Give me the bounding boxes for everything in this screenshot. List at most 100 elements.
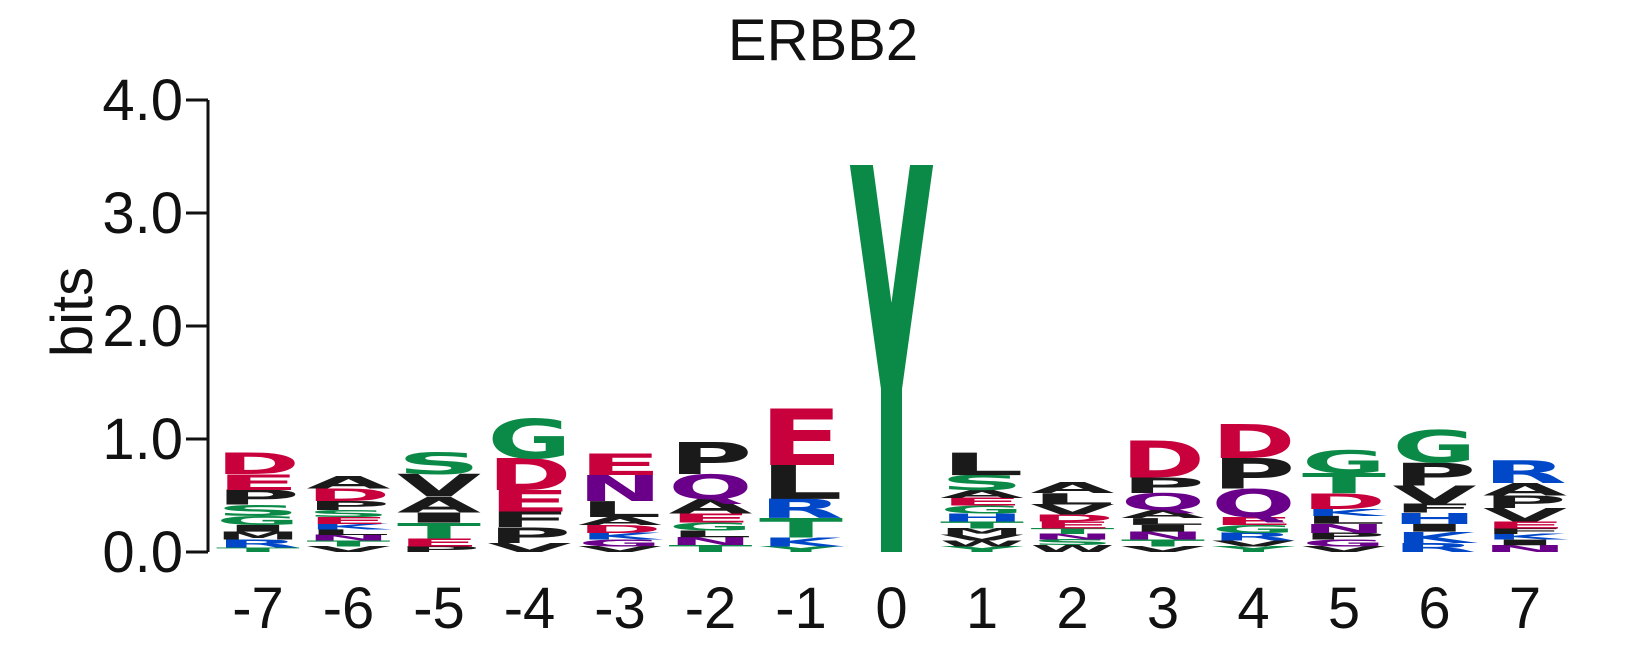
y-axis-ticks: 0.01.02.03.04.0 xyxy=(102,68,208,585)
logo-letter: Y xyxy=(759,545,844,554)
logo-letter: V xyxy=(307,545,392,554)
logo-letter: V xyxy=(940,534,1025,543)
logo-letter: S xyxy=(216,502,300,520)
logo-letter: L xyxy=(578,497,662,522)
logo-letter: A xyxy=(307,473,391,493)
logo-letter: E xyxy=(578,448,662,482)
y-tick-label: 2.0 xyxy=(102,294,183,359)
chart-title: ERBB2 xyxy=(728,8,918,73)
logo-letter: T xyxy=(1030,527,1115,536)
logo-letter: E xyxy=(759,394,843,484)
x-tick-label: 2 xyxy=(1056,576,1088,641)
logo-letter: A xyxy=(578,515,662,528)
logo-letter: K xyxy=(1394,529,1478,547)
logo-letter: I xyxy=(1393,522,1477,535)
logo-letter: V xyxy=(488,541,572,555)
logo-letter: E xyxy=(940,496,1024,509)
x-tick-label: 0 xyxy=(875,576,907,641)
logo-letter: P xyxy=(1121,473,1205,498)
logo-letter: T xyxy=(397,518,481,543)
logo-letter: T xyxy=(306,539,391,548)
logo-letter: P xyxy=(216,486,300,509)
logo-letter: D xyxy=(488,450,572,500)
logo-letter: S xyxy=(1031,538,1115,547)
logo-letter: D xyxy=(306,486,390,506)
logo-letter: H xyxy=(1393,509,1477,527)
logo-letter: K xyxy=(761,535,845,549)
x-tick-label: -2 xyxy=(685,576,737,641)
logo-letter: R xyxy=(1483,454,1567,490)
logo-letter: V xyxy=(1302,545,1387,554)
logo-column: Y xyxy=(849,61,933,661)
logo-letter: S xyxy=(307,508,391,519)
logo-letter: R xyxy=(1393,541,1477,555)
x-tick-label: -6 xyxy=(323,576,375,641)
logo-letter: R xyxy=(759,494,843,525)
logo-letter: Q xyxy=(669,468,753,508)
logo-letter: E xyxy=(669,511,753,525)
x-tick-label: -1 xyxy=(775,576,827,641)
logo-letter: P xyxy=(669,435,753,485)
x-tick-label: 6 xyxy=(1418,576,1450,641)
logo-letter: D xyxy=(216,447,300,481)
logo-letter: Y xyxy=(940,545,1025,554)
logo-letter: V xyxy=(1031,502,1115,518)
logo-letter: F xyxy=(1483,527,1567,536)
x-tick-label: -4 xyxy=(504,576,556,641)
logo-letter: T xyxy=(669,543,754,554)
x-tick-label: -3 xyxy=(594,576,646,641)
logo-letter: P xyxy=(1212,450,1296,498)
logo-letter: D xyxy=(1121,430,1205,489)
logo-letter-stacks: TRMIGSPEDVTNLKESPDAPETIAVSVPFEDGVGKDALNE… xyxy=(216,61,1569,661)
logo-letter: E xyxy=(1212,515,1296,528)
logo-letter: V xyxy=(1212,539,1297,548)
logo-letter: R xyxy=(1212,531,1296,544)
logo-letter: D xyxy=(1031,513,1115,524)
y-axis-label: bits xyxy=(40,267,105,357)
logo-letter: A xyxy=(397,493,482,518)
logo-letter: M xyxy=(940,527,1024,538)
logo-letter: I xyxy=(397,510,481,526)
logo-letter: E xyxy=(307,515,391,526)
logo-letter: N xyxy=(1031,532,1115,541)
logo-letter: E xyxy=(487,484,571,518)
logo-letter: E xyxy=(1483,520,1567,531)
logo-letter: W xyxy=(1031,543,1115,554)
logo-letter: T xyxy=(1121,538,1206,549)
logo-letter: V xyxy=(1483,505,1567,526)
logo-letter: M xyxy=(216,530,300,543)
logo-letter: N xyxy=(1302,521,1386,535)
logo-letter: P xyxy=(1483,492,1567,512)
logo-letter: L xyxy=(1031,490,1115,508)
logo-letter: G xyxy=(1302,444,1386,480)
logo-letter: G xyxy=(216,513,300,527)
logo-letter: D xyxy=(1302,489,1386,514)
logo-letter: H xyxy=(940,511,1024,524)
logo-letter: D xyxy=(578,523,662,536)
y-tick-label: 3.0 xyxy=(102,181,183,246)
logo-letter: S xyxy=(397,447,481,481)
logo-letter: I xyxy=(1121,523,1205,534)
logo-letter: P xyxy=(1392,457,1476,493)
logo-letter: V xyxy=(1393,480,1477,509)
logo-letter: E xyxy=(1031,520,1115,531)
logo-letter: V xyxy=(1121,545,1206,554)
logo-letter: I xyxy=(1483,538,1567,547)
logo-letter: L xyxy=(1302,514,1386,527)
logo-letter: G xyxy=(1212,523,1296,536)
logo-letter: G xyxy=(1393,421,1477,473)
logo-letter: T xyxy=(759,513,843,544)
logo-letter: V xyxy=(578,545,663,554)
y-tick-label: 0.0 xyxy=(102,520,183,585)
logo-letter: A xyxy=(1483,480,1567,500)
logo-letter: V xyxy=(397,468,481,504)
